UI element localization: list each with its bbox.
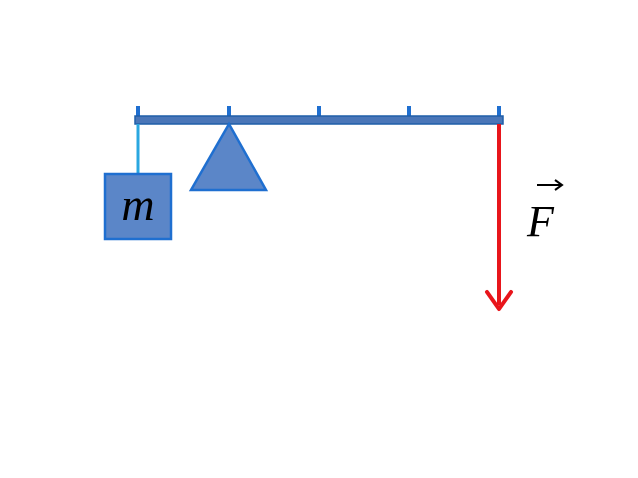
- lever-tick: [497, 106, 501, 119]
- force-arrow-head: [485, 290, 513, 311]
- mass-block: [103, 172, 173, 241]
- fulcrum-triangle: [188, 121, 269, 192]
- lever-tick: [317, 106, 321, 119]
- lever-ticks: [136, 106, 501, 119]
- lever-tick: [227, 106, 231, 119]
- vector-arrow-icon: [537, 179, 564, 191]
- force-label: F: [526, 197, 555, 246]
- mass-label: m: [121, 179, 154, 230]
- force-label-group: F: [526, 179, 564, 246]
- force-arrow: [485, 124, 513, 311]
- lever-bar: [134, 115, 504, 125]
- lever-tick: [407, 106, 411, 119]
- lever-tick: [136, 106, 140, 119]
